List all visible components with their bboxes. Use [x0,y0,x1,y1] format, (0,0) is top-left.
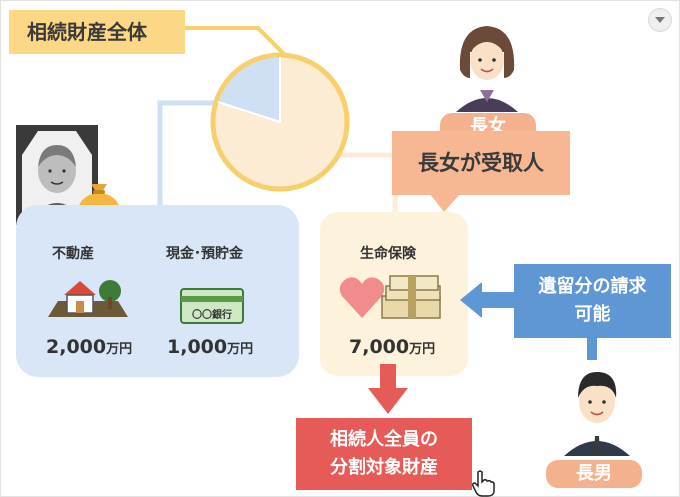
cash-savings-amount: 1,000万円 [167,336,253,358]
blue-connector [157,100,225,206]
life-insurance-amount-unit: 万円 [409,342,436,357]
eldest-son-avatar [564,372,630,456]
pie-divider-angled [217,101,281,123]
cash-savings-amount-value: 1,000 [167,336,228,358]
claim-arrow-icon [460,282,516,318]
pie-chart [210,52,350,192]
daughter-box-pointer [430,194,460,212]
heart-and-money-icon [339,275,441,319]
real-estate-amount: 2,000万円 [46,336,132,358]
house-icon [48,280,128,317]
real-estate-amount-value: 2,000 [46,336,107,358]
page-title: 相続財産全体 [9,10,185,54]
eldest-son-badge: 長男 [546,460,642,488]
life-insurance-label: 生命保険 [360,246,416,262]
life-insurance-amount: 7,000万円 [349,336,435,358]
eldest-daughter-avatar [456,26,518,112]
dropdown-toggle-icon[interactable] [648,8,672,32]
cash-savings-amount-unit: 万円 [227,342,254,357]
pie-blue-slice [218,57,280,122]
daughter-receiver-box: 長女が受取人 [392,131,570,195]
real-estate-label: 不動産 [52,246,94,262]
reserved-portion-claim-box: 遺留分の請求 可能 [514,264,671,338]
down-arrow-icon [368,364,408,414]
bankbook-icon: 〇〇銀行 [180,288,244,324]
claim-line-1: 遺留分の請求 [538,276,647,297]
claim-line-2: 可能 [574,304,611,325]
life-insurance-amount-value: 7,000 [349,336,410,358]
target-line-1: 相続人全員の [330,429,438,450]
target-line-2: 分割対象財産 [330,457,438,478]
cash-savings-label: 現金･預貯金 [166,246,243,262]
divisible-estate-box: 相続人全員の 分割対象財産 [296,418,472,490]
claim-connector [587,338,597,360]
real-estate-amount-unit: 万円 [106,342,133,357]
estate-assets-box [16,205,299,377]
hand-cursor-icon [472,470,495,497]
title-connector [185,26,294,64]
bankbook-text: 〇〇銀行 [192,308,232,321]
